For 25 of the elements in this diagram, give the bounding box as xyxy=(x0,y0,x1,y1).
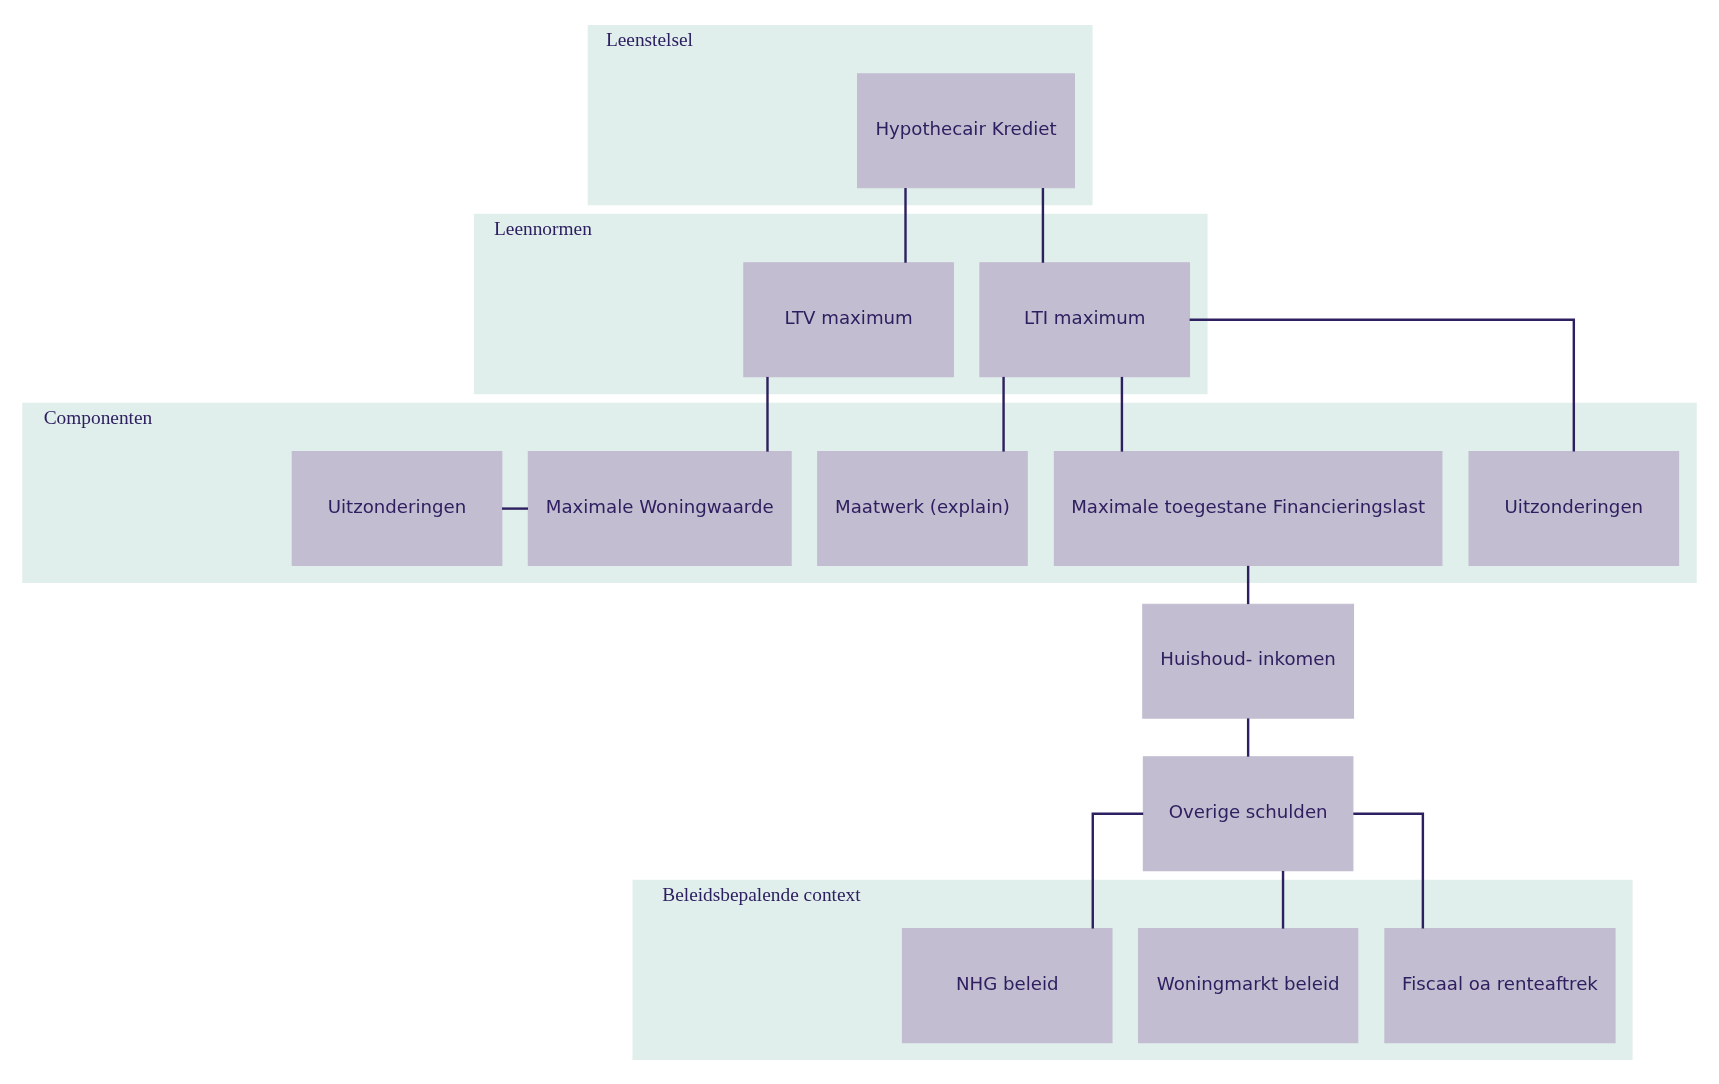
connector xyxy=(1120,376,1124,452)
connector xyxy=(904,187,907,263)
node-box: Woningmarkt beleid xyxy=(1137,927,1359,1043)
connector xyxy=(1246,717,1250,757)
node-box: Maatwerk (explain) xyxy=(817,450,1028,566)
connector xyxy=(766,376,769,452)
node-box: Huishoud- inkomen xyxy=(1142,603,1355,719)
connector xyxy=(1091,812,1144,928)
connector xyxy=(1189,318,1576,451)
node-box: NHG beleid xyxy=(901,927,1113,1043)
connector xyxy=(1002,376,1005,452)
connector xyxy=(502,506,528,510)
connector xyxy=(1246,565,1250,604)
connector xyxy=(1353,812,1425,928)
node-box: Uitzonderingen xyxy=(291,450,503,566)
node-box: Fiscaal oa renteaftrek xyxy=(1384,927,1616,1043)
node-box: Hypothecair Krediet xyxy=(857,72,1075,188)
node-box: LTI maximum xyxy=(979,261,1191,377)
node-box: Maximale toegestane Financieringslast xyxy=(1053,450,1443,566)
node-box: Maximale Woningwaarde xyxy=(527,450,792,566)
node-box: Overige schulden xyxy=(1142,755,1354,871)
node-box: LTV maximum xyxy=(743,261,954,377)
node-box: Uitzonderingen xyxy=(1468,450,1680,566)
connector xyxy=(1281,870,1285,929)
connector xyxy=(1041,187,1045,263)
